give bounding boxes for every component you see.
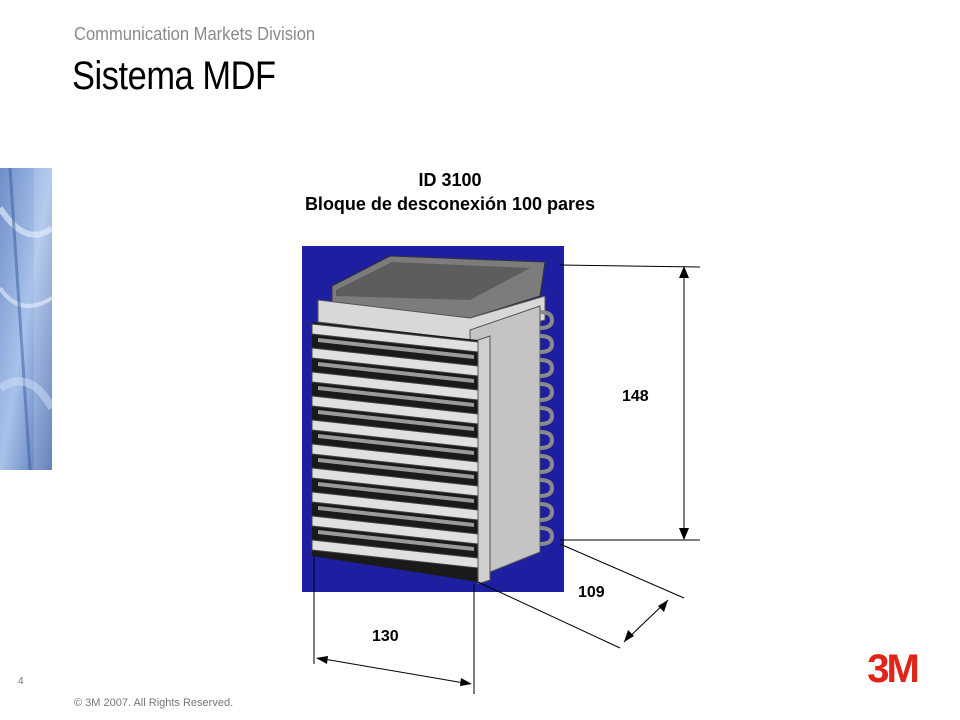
page-number: 4 <box>18 676 24 687</box>
dimension-width-label: 130 <box>372 628 399 645</box>
dimension-depth-label: 109 <box>578 584 605 601</box>
figure-heading-line1: ID 3100 <box>418 170 482 190</box>
page-title: Sistema MDF <box>72 54 276 98</box>
copyright-notice: © 3M 2007. All Rights Reserved. <box>74 697 234 709</box>
svg-text:3M: 3M <box>867 648 917 688</box>
division-label: Communication Markets Division <box>74 24 316 44</box>
dimension-height-label: 148 <box>622 388 649 405</box>
figure-heading-line2: Bloque de desconexión 100 pares <box>304 194 596 214</box>
brand-logo: 3M <box>856 647 928 691</box>
decorative-side-image <box>0 168 52 470</box>
